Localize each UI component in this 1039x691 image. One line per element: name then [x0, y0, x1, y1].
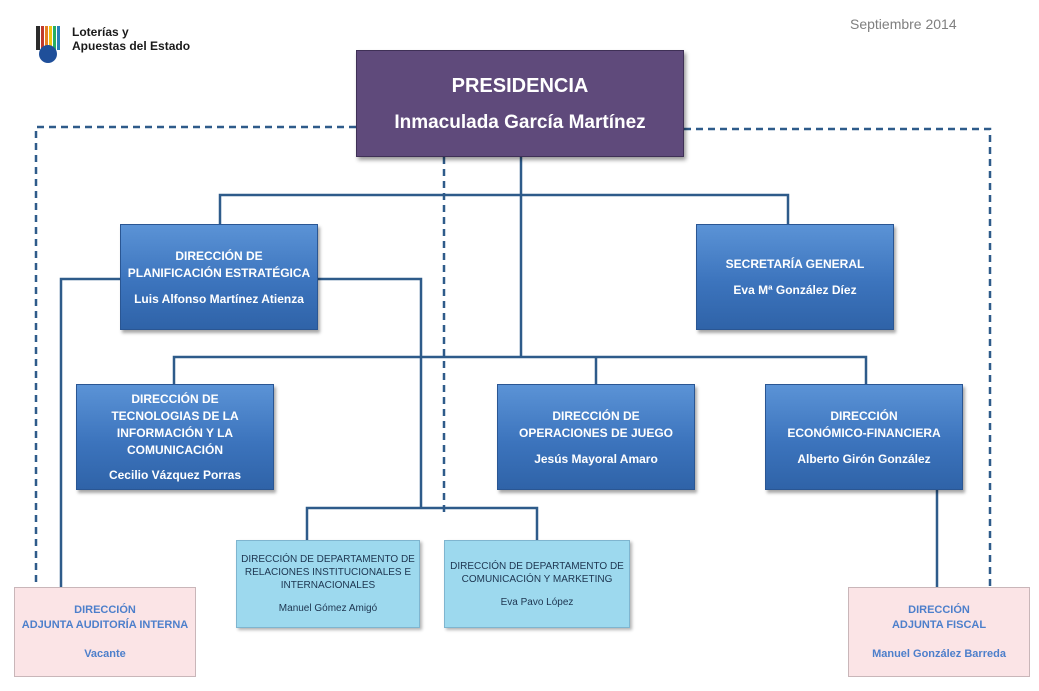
logo: Loterías y Apuestas del Estado	[34, 24, 204, 66]
fiscal-box: DIRECCIÓN ADJUNTA FISCAL Manuel González…	[848, 587, 1030, 677]
auditoria-box: DIRECCIÓN ADJUNTA AUDITORÍA INTERNA Vaca…	[14, 587, 196, 677]
logo-line1: Loterías y	[72, 25, 129, 39]
auditoria-name: Vacante	[84, 648, 126, 660]
operaciones-name: Jesús Mayoral Amaro	[534, 451, 658, 466]
fiscal-name: Manuel González Barreda	[872, 648, 1006, 660]
planificacion-box: DIRECCIÓN DE PLANIFICACIÓN ESTRATÉGICA L…	[120, 224, 318, 330]
economico-box: DIRECCIÓN ECONÓMICO-FINANCIERA Alberto G…	[765, 384, 963, 490]
logo-emblem-icon	[36, 26, 60, 63]
auditoria-title: DIRECCIÓN ADJUNTA AUDITORÍA INTERNA	[21, 604, 189, 631]
connector-auditoria	[59, 277, 120, 587]
operaciones-title: DIRECCIÓN DE OPERACIONES DE JUEGO	[518, 408, 674, 440]
dashed-connector-right	[684, 127, 992, 587]
presidencia-title: PRESIDENCIA	[451, 74, 589, 97]
economico-name: Alberto Girón González	[797, 451, 931, 466]
tecnologias-box: DIRECCIÓN DE TECNOLOGIAS DE LA INFORMACI…	[76, 384, 274, 490]
planificacion-name: Luis Alfonso Martínez Atienza	[134, 291, 304, 306]
connector-departamentos	[305, 277, 539, 540]
comunicacion-box: DIRECCIÓN DE DEPARTAMENTO DE COMUNICACIÓ…	[444, 540, 630, 628]
tecnologias-title: DIRECCIÓN DE TECNOLOGIAS DE LA INFORMACI…	[111, 392, 239, 457]
operaciones-box: DIRECCIÓN DE OPERACIONES DE JUEGO Jesús …	[497, 384, 695, 490]
secretaria-box: SECRETARÍA GENERAL Eva Mª González Díez	[696, 224, 894, 330]
relaciones-name: Manuel Gómez Amigó	[278, 603, 378, 614]
economico-title: DIRECCIÓN ECONÓMICO-FINANCIERA	[787, 408, 941, 440]
date-label: Septiembre 2014	[850, 16, 957, 32]
fiscal-title: DIRECCIÓN ADJUNTA FISCAL	[891, 604, 987, 631]
presidencia-name: Inmaculada García Martínez	[394, 111, 646, 133]
comunicacion-title: DIRECCIÓN DE DEPARTAMENTO DE COMUNICACIÓ…	[450, 560, 624, 585]
connector-level1	[218, 193, 790, 224]
planificacion-title: DIRECCIÓN DE PLANIFICACIÓN ESTRATÉGICA	[127, 248, 311, 280]
tecnologias-name: Cecilio Vázquez Porras	[108, 468, 242, 482]
relaciones-title: DIRECCIÓN DE DEPARTAMENTO DE RELACIONES …	[241, 554, 415, 591]
secretaria-title: SECRETARÍA GENERAL	[725, 257, 865, 271]
connector-level2	[172, 355, 868, 384]
presidencia-box: PRESIDENCIA Inmaculada García Martínez	[356, 50, 684, 157]
relaciones-box: DIRECCIÓN DE DEPARTAMENTO DE RELACIONES …	[236, 540, 420, 628]
comunicacion-name: Eva Pavo López	[500, 596, 574, 608]
dashed-connector-left	[34, 125, 356, 587]
logo-line2: Apuestas del Estado	[72, 39, 191, 53]
secretaria-name: Eva Mª González Díez	[733, 283, 857, 297]
